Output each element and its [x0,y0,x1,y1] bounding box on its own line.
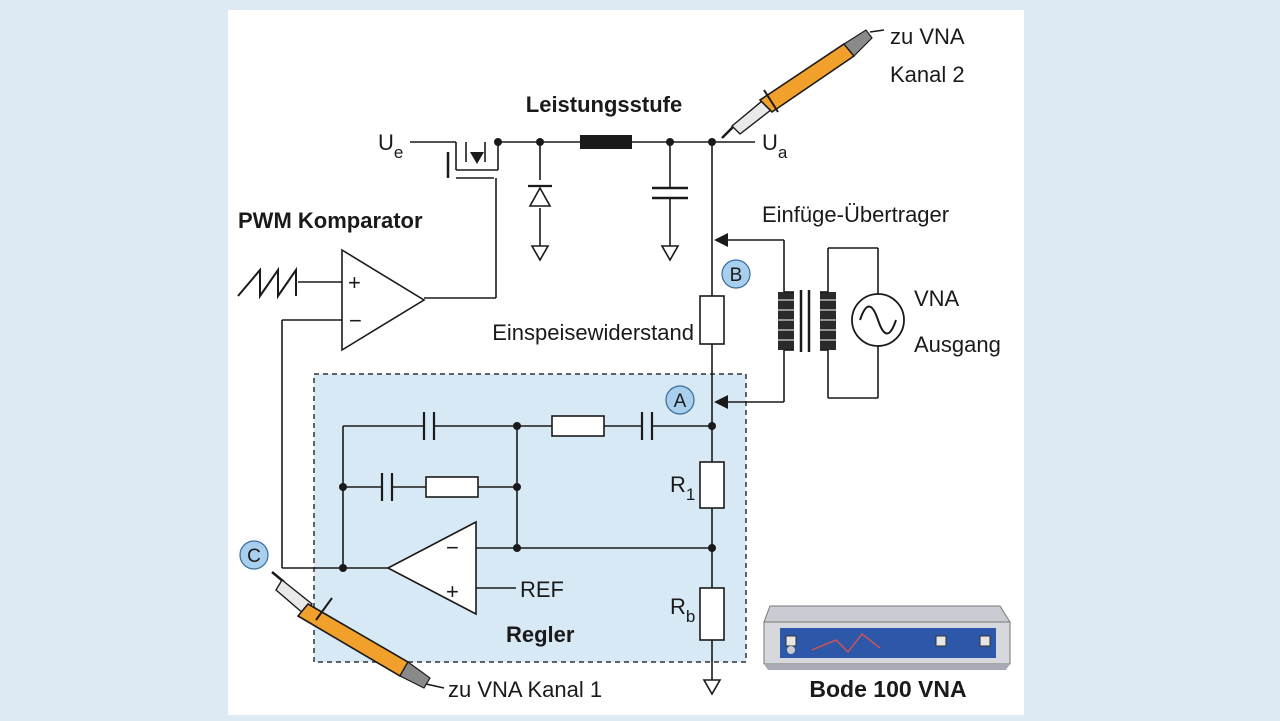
rb-resistor [699,587,725,641]
regler-box [313,373,747,663]
regler-minus-sign: − [446,535,459,560]
feedback-capacitor-3 [380,473,394,501]
r1-resistor [699,461,725,509]
probe-kanal-1 [271,571,445,689]
regler-plus-sign: + [446,579,459,604]
transformer [778,290,836,352]
inductor [580,135,632,149]
pwm-plus-sign: + [348,270,361,295]
feedback-resistor-inner [425,476,479,498]
junction-dots [339,138,716,572]
label-zu-vna-kanal-2-line1: zu VNA [890,24,965,49]
bode-100-device-image [763,605,1011,670]
wires [281,141,879,680]
label-regler: Regler [506,622,575,647]
output-capacitor [652,186,688,200]
feedback-resistor-top [551,415,605,437]
node-b: B [721,259,751,289]
label-zu-vna-kanal-2-line2: Kanal 2 [890,62,965,87]
diode [528,184,552,207]
regler-opamp [386,520,477,616]
ground-symbols [530,245,722,696]
feedback-capacitor-2 [640,412,654,440]
svg-text:A: A [674,391,687,412]
node-a: A [665,385,695,415]
label-leistungsstufe: Leistungsstufe [526,92,682,117]
label-einspeisewiderstand: Einspeisewiderstand [492,320,694,345]
node-c: C [239,540,269,570]
label-ref: REF [520,577,564,602]
mosfet-symbol [470,152,484,164]
injection-arrow-b [714,233,728,247]
pwm-comparator [341,248,426,352]
label-r1: R1 [670,472,695,504]
label-zu-vna-kanal-1: zu VNA Kanal 1 [448,677,602,702]
label-bode-100-vna: Bode 100 VNA [809,676,966,702]
label-vna-ausgang-1: VNA [914,286,960,311]
svg-text:C: C [247,546,261,567]
label-vna-ausgang-2: Ausgang [914,332,1001,357]
label-rb: Rb [670,594,695,626]
probe-kanal-2 [721,29,885,139]
label-einfuege-uebertrager: Einfüge-Übertrager [762,202,949,227]
injection-arrow-a [714,395,728,409]
pwm-minus-sign: − [349,308,362,333]
ac-source-icon [851,293,905,347]
sawtooth-signal [237,266,297,300]
einspeisewiderstand-resistor [699,295,725,345]
label-pwm-komparator: PWM Komparator [238,208,423,233]
label-ue: Ue [378,130,403,162]
label-ua: Ua [762,130,788,162]
feedback-capacitor-1 [422,412,436,440]
svg-text:B: B [730,265,743,286]
